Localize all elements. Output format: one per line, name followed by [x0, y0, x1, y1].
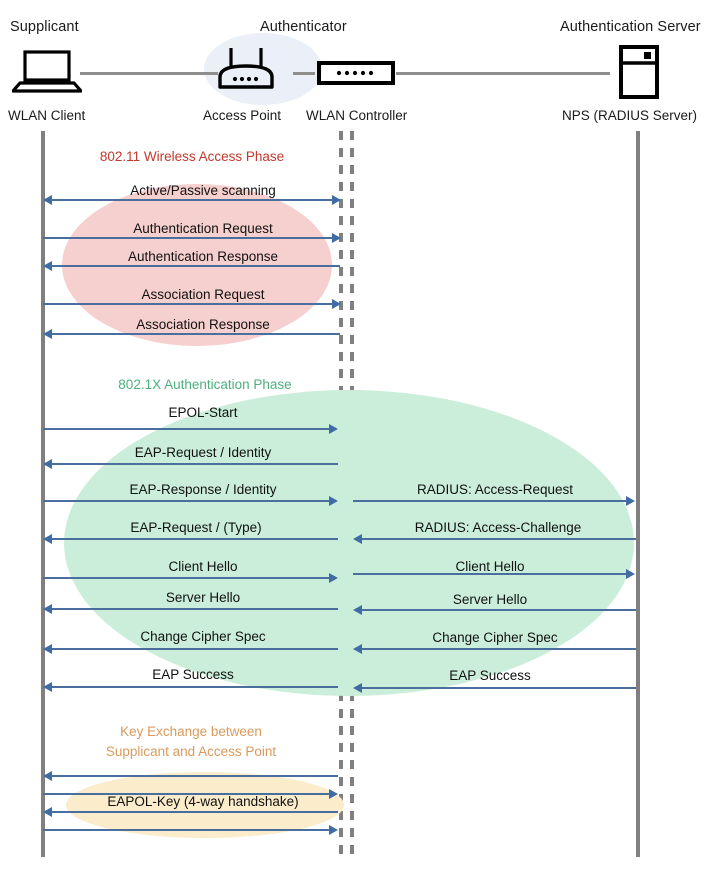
arrow-head-right-icon [332, 299, 341, 309]
arrow-head-left-icon [43, 771, 52, 781]
actor-device-wlan-controller: WLAN Controller [306, 108, 408, 123]
phase-label-key-exchange: Key Exchange between Supplicant and Acce… [105, 724, 277, 759]
message-arrow-line [43, 237, 337, 239]
message-label-right: Change Cipher Spec [432, 630, 558, 645]
lifeline-authentication-server [636, 131, 640, 857]
message-arrow-line-right [362, 609, 636, 611]
message-label-right: RADIUS: Access-Challenge [414, 520, 582, 535]
arrow-head-left-icon [353, 644, 362, 654]
arrow-head-right-icon [626, 569, 635, 579]
message-label: Association Request [141, 287, 265, 302]
arrow-head-left-icon [43, 329, 52, 339]
message-arrow-line [43, 577, 331, 579]
arrow-head-right-icon [626, 496, 635, 506]
message-label-right: Server Hello [452, 592, 528, 607]
message-label: Association Response [136, 317, 270, 332]
message-arrow-line [52, 463, 338, 465]
message-arrow-line [52, 199, 337, 201]
arrow-head-left-icon [43, 807, 52, 817]
message-label: Authentication Response [127, 249, 279, 264]
arrow-head-right-icon [329, 573, 338, 583]
lifeline-supplicant [41, 131, 45, 857]
message-label: Client Hello [168, 559, 238, 574]
arrow-head-left-icon [353, 683, 362, 693]
message-arrow-line [43, 303, 337, 305]
arrow-head-left-icon [43, 604, 52, 614]
arrow-head-left-icon [43, 644, 52, 654]
message-arrow-line-right [362, 687, 636, 689]
wire-controller-to-server [396, 72, 610, 75]
wire-ap-to-controller [293, 72, 315, 75]
message-label: EAP Success [152, 667, 234, 682]
message-label-right: Client Hello [455, 559, 525, 574]
laptop-icon [11, 50, 83, 94]
message-label: EPOL-Start [168, 405, 238, 420]
message-arrow-line-right [353, 573, 627, 575]
message-arrow-line-right [362, 538, 636, 540]
phase-blob-key-exchange [66, 772, 344, 838]
message-label: Authentication Request [133, 221, 273, 236]
message-arrow-line [43, 500, 331, 502]
arrow-head-left-icon [43, 534, 52, 544]
message-arrow-line [52, 811, 338, 813]
wireless-router-icon [214, 44, 278, 94]
message-arrow-line-right [353, 500, 627, 502]
message-arrow-line [43, 793, 331, 795]
message-arrow-line [52, 608, 338, 610]
arrow-head-left-icon [353, 534, 362, 544]
message-arrow-line [52, 538, 338, 540]
message-arrow-line [52, 686, 338, 688]
message-arrow-line-right [362, 648, 636, 650]
message-arrow-line [52, 333, 340, 335]
message-arrow-line [52, 648, 338, 650]
message-label-right: EAP Success [449, 668, 531, 683]
message-label: Active/Passive scanning [130, 183, 276, 198]
wlan-controller-icon [317, 60, 395, 86]
actor-device-wlan-client: WLAN Client [8, 108, 86, 123]
actor-role-authentication-server: Authentication Server [560, 19, 701, 35]
phase-label-wireless-access: 802.11 Wireless Access Phase [99, 149, 285, 164]
phase-label-dot1x: 802.1X Authentication Phase [118, 377, 292, 392]
message-label-right: RADIUS: Access-Request [416, 482, 574, 497]
message-label: EAPOL-Key (4-way handshake) [107, 794, 299, 809]
arrow-head-right-icon [329, 424, 338, 434]
message-label: Server Hello [165, 590, 241, 605]
actor-role-authenticator: Authenticator [260, 19, 347, 35]
message-label: Change Cipher Spec [140, 629, 266, 644]
arrow-head-right-icon [332, 195, 341, 205]
wire-client-to-ap [80, 72, 218, 75]
arrow-head-left-icon [43, 261, 52, 271]
message-arrow-line [52, 265, 340, 267]
message-label: EAP-Request / (Type) [130, 520, 262, 535]
phase-blob-dot1x [64, 390, 634, 696]
actor-device-nps-radius-server: NPS (RADIUS Server) [562, 108, 698, 123]
arrow-head-left-icon [43, 459, 52, 469]
arrow-head-right-icon [329, 789, 338, 799]
arrow-head-right-icon [329, 496, 338, 506]
arrow-head-right-icon [329, 825, 338, 835]
message-arrow-line [43, 829, 331, 831]
message-arrow-line [43, 428, 331, 430]
message-label: EAP-Request / Identity [134, 445, 272, 460]
actor-role-supplicant: Supplicant [10, 19, 79, 35]
message-label: EAP-Response / Identity [129, 482, 277, 497]
arrow-head-left-icon [43, 195, 52, 205]
actor-device-access-point: Access Point [203, 108, 282, 123]
message-arrow-line [52, 775, 338, 777]
arrow-head-left-icon [43, 682, 52, 692]
server-icon [617, 45, 661, 99]
arrow-head-left-icon [353, 605, 362, 615]
arrow-head-right-icon [332, 233, 341, 243]
